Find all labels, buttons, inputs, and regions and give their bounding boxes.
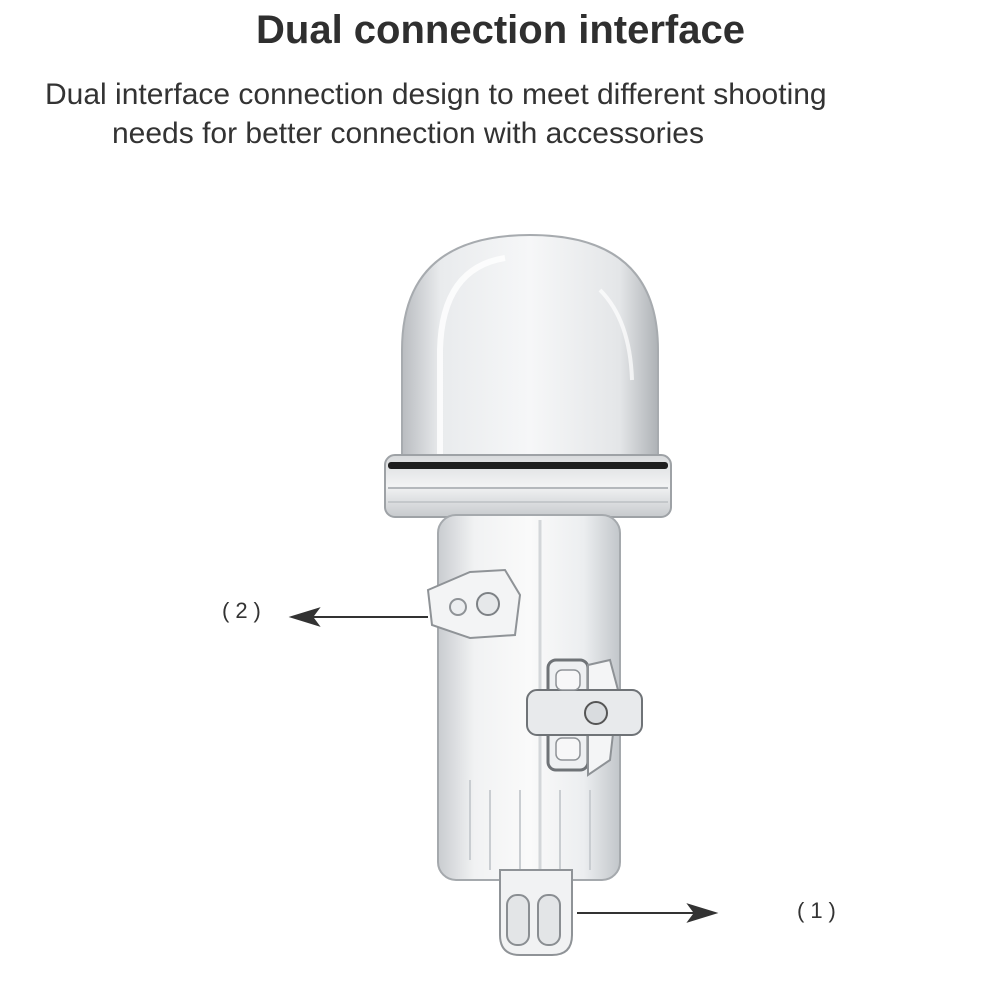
callout-label-side: (2)	[222, 598, 267, 623]
page-title: Dual connection interface	[256, 8, 745, 52]
callout-label-bottom: (1)	[797, 898, 842, 923]
side-mount	[426, 568, 522, 640]
bottom-mount	[499, 869, 573, 956]
description-line-1: Dual interface connection design to meet…	[45, 78, 827, 111]
description-line-2: needs for better connection with accesso…	[112, 117, 704, 150]
seal-ring	[384, 454, 672, 518]
center-mount	[526, 658, 643, 777]
dome-cover	[401, 233, 659, 466]
arrow-to-bottom-interface	[577, 903, 719, 923]
arrow-to-side-interface	[288, 607, 428, 627]
